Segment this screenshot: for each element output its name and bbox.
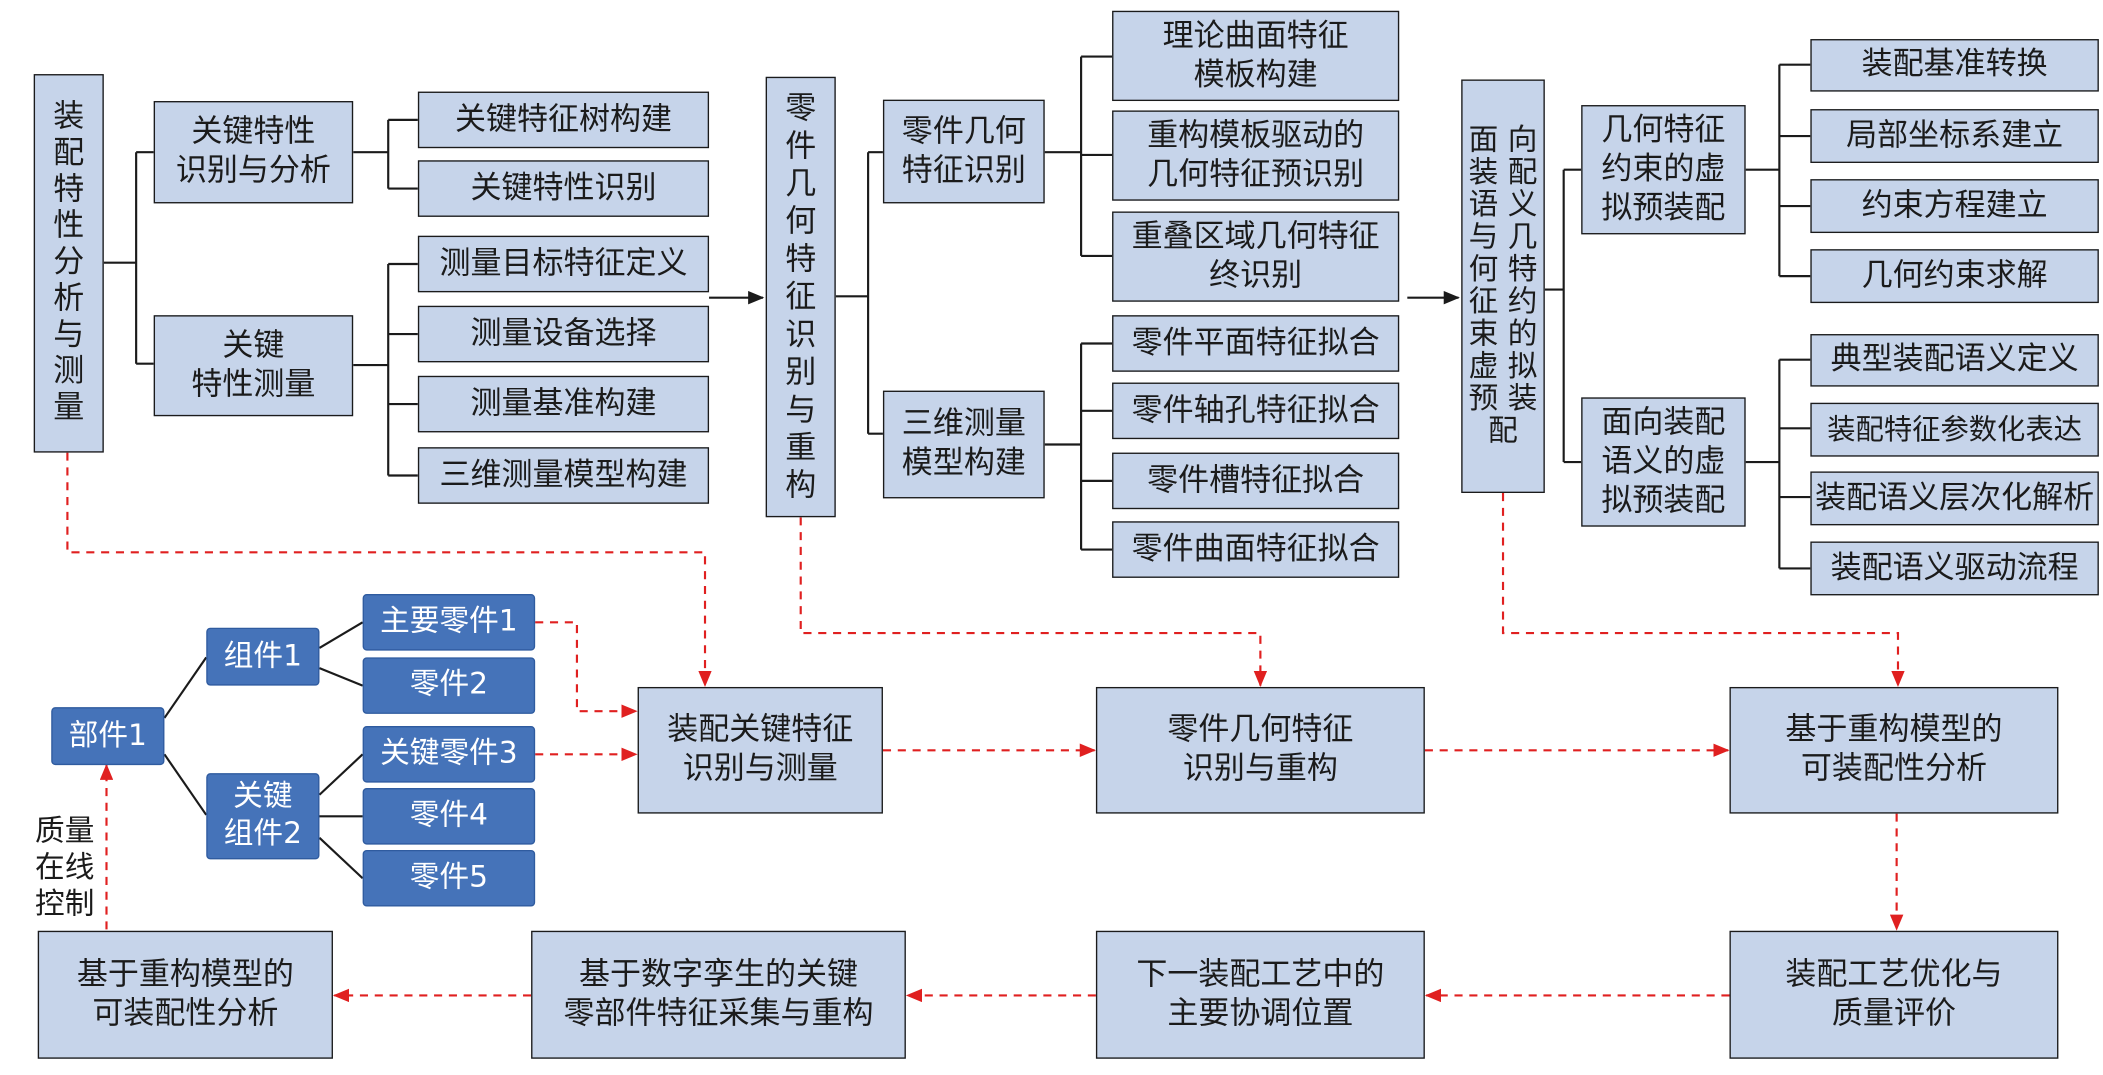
col1-group2-box: 关键 特性测量	[153, 315, 354, 417]
part-node-5: 零件5	[362, 849, 536, 907]
flow-step-5: 下一装配工艺中的 主要协调位置	[1095, 930, 1425, 1059]
col2-group2-box: 三维测量 模型构建	[882, 390, 1045, 499]
connector-col3-group2	[1745, 358, 1811, 570]
part-node-2: 零件2	[362, 657, 536, 714]
col3-group1-box: 几何特征 约束的虚 拟预装配	[1581, 105, 1746, 235]
col2-group2-item-4: 零件曲面特征拟合	[1112, 521, 1400, 578]
col3-group2-item-4: 装配语义驱动流程	[1810, 541, 2099, 596]
flow-step-4: 装配工艺优化与 质量评价	[1729, 930, 2059, 1059]
col2-root-box: 零 件 几 何 特 征 识 别 与 重 构	[765, 76, 836, 518]
connector-col2-group2	[1044, 342, 1113, 551]
part-node-1: 主要零件1	[362, 594, 536, 651]
col3-group2-item-3: 装配语义层次化解析	[1810, 471, 2099, 526]
flow-step-2: 零件几何特征 识别与重构	[1095, 686, 1425, 814]
flow-step-3: 基于重构模型的 可装配性分析	[1729, 686, 2059, 814]
col2-group2-item-1: 零件平面特征拟合	[1112, 315, 1400, 372]
col2-group2-item-3: 零件槽特征拟合	[1112, 452, 1400, 510]
col1-group1-item-2: 关键特性识别	[417, 160, 710, 217]
part-node-4: 零件4	[362, 787, 536, 845]
connector-component1-to-part1	[318, 621, 364, 649]
dashed-col1-to-step1	[66, 452, 712, 687]
flow-step-7: 基于重构模型的 可装配性分析	[37, 930, 333, 1059]
col1-group2-item-1: 测量目标特征定义	[417, 235, 710, 293]
connector-component2-to-part3	[318, 753, 364, 796]
connector-col2-root	[835, 151, 883, 435]
col3-group1-item-4: 几何约束求解	[1810, 249, 2099, 304]
component1-node: 组件1	[206, 627, 320, 686]
col2-group2-item-2: 零件轴孔特征拟合	[1112, 382, 1400, 440]
connector-component1-to-part2	[319, 667, 364, 687]
col2-group1-item-2: 重构模板驱动的 几何特征预识别	[1112, 110, 1400, 201]
connector-col1-root	[103, 151, 154, 365]
component2-node: 关键 组件2	[206, 773, 320, 860]
connector-col1-group1	[353, 118, 418, 190]
col1-group2-item-2: 测量设备选择	[417, 305, 710, 363]
col3-group1-item-1: 装配基准转换	[1810, 39, 2099, 92]
dashed-col2-to-step2	[799, 517, 1268, 687]
col3-group2-box: 面向装配 语义的虚 拟预装配	[1581, 397, 1746, 527]
connector-component2-to-part5	[318, 837, 364, 880]
connector-col3-group1	[1745, 63, 1811, 278]
col1-root-box: 装 配 特 性 分 析 与 测 量	[33, 74, 104, 453]
flow-step-6: 基于数字孪生的关键 零部件特征采集与重构	[531, 930, 906, 1059]
connector-col2-group1	[1044, 55, 1113, 258]
col3-group1-item-3: 约束方程建立	[1810, 179, 2099, 234]
part1-node: 部件1	[51, 707, 165, 766]
connector-part-to-component2	[163, 753, 208, 816]
connector-col3-root	[1544, 168, 1582, 464]
col2-group1-item-1: 理论曲面特征 模板构建	[1112, 10, 1400, 102]
col3-group1-item-2: 局部坐标系建立	[1810, 109, 2099, 163]
col3-group2-item-2: 装配特征参数化表达	[1810, 402, 2099, 457]
col3-root-box: 面 向 装 配 语 义 与 几 何 特 征 约 束 的 虚 拟 预 装 配	[1461, 79, 1545, 494]
dashed-part1-to-step1	[535, 621, 638, 718]
flow-step-1: 装配关键特征 识别与测量	[637, 686, 883, 814]
col1-group2-item-3: 测量基准构建	[417, 375, 710, 433]
col1-group1-item-1: 关键特征树构建	[417, 91, 710, 149]
col1-group1-box: 关键特性 识别与分析	[153, 101, 354, 204]
col2-group1-item-3: 重叠区域几何特征 终识别	[1112, 211, 1400, 302]
connector-col1-group2	[353, 262, 418, 477]
quality-online-control-label: 质量 在线 控制	[35, 814, 95, 922]
col1-group2-item-4: 三维测量模型构建	[417, 447, 710, 504]
col3-group2-item-1: 典型装配语义定义	[1810, 334, 2099, 387]
part-node-3: 关键零件3	[362, 726, 536, 783]
col2-group1-box: 零件几何 特征识别	[882, 99, 1045, 204]
connector-part-to-component1	[163, 656, 208, 719]
